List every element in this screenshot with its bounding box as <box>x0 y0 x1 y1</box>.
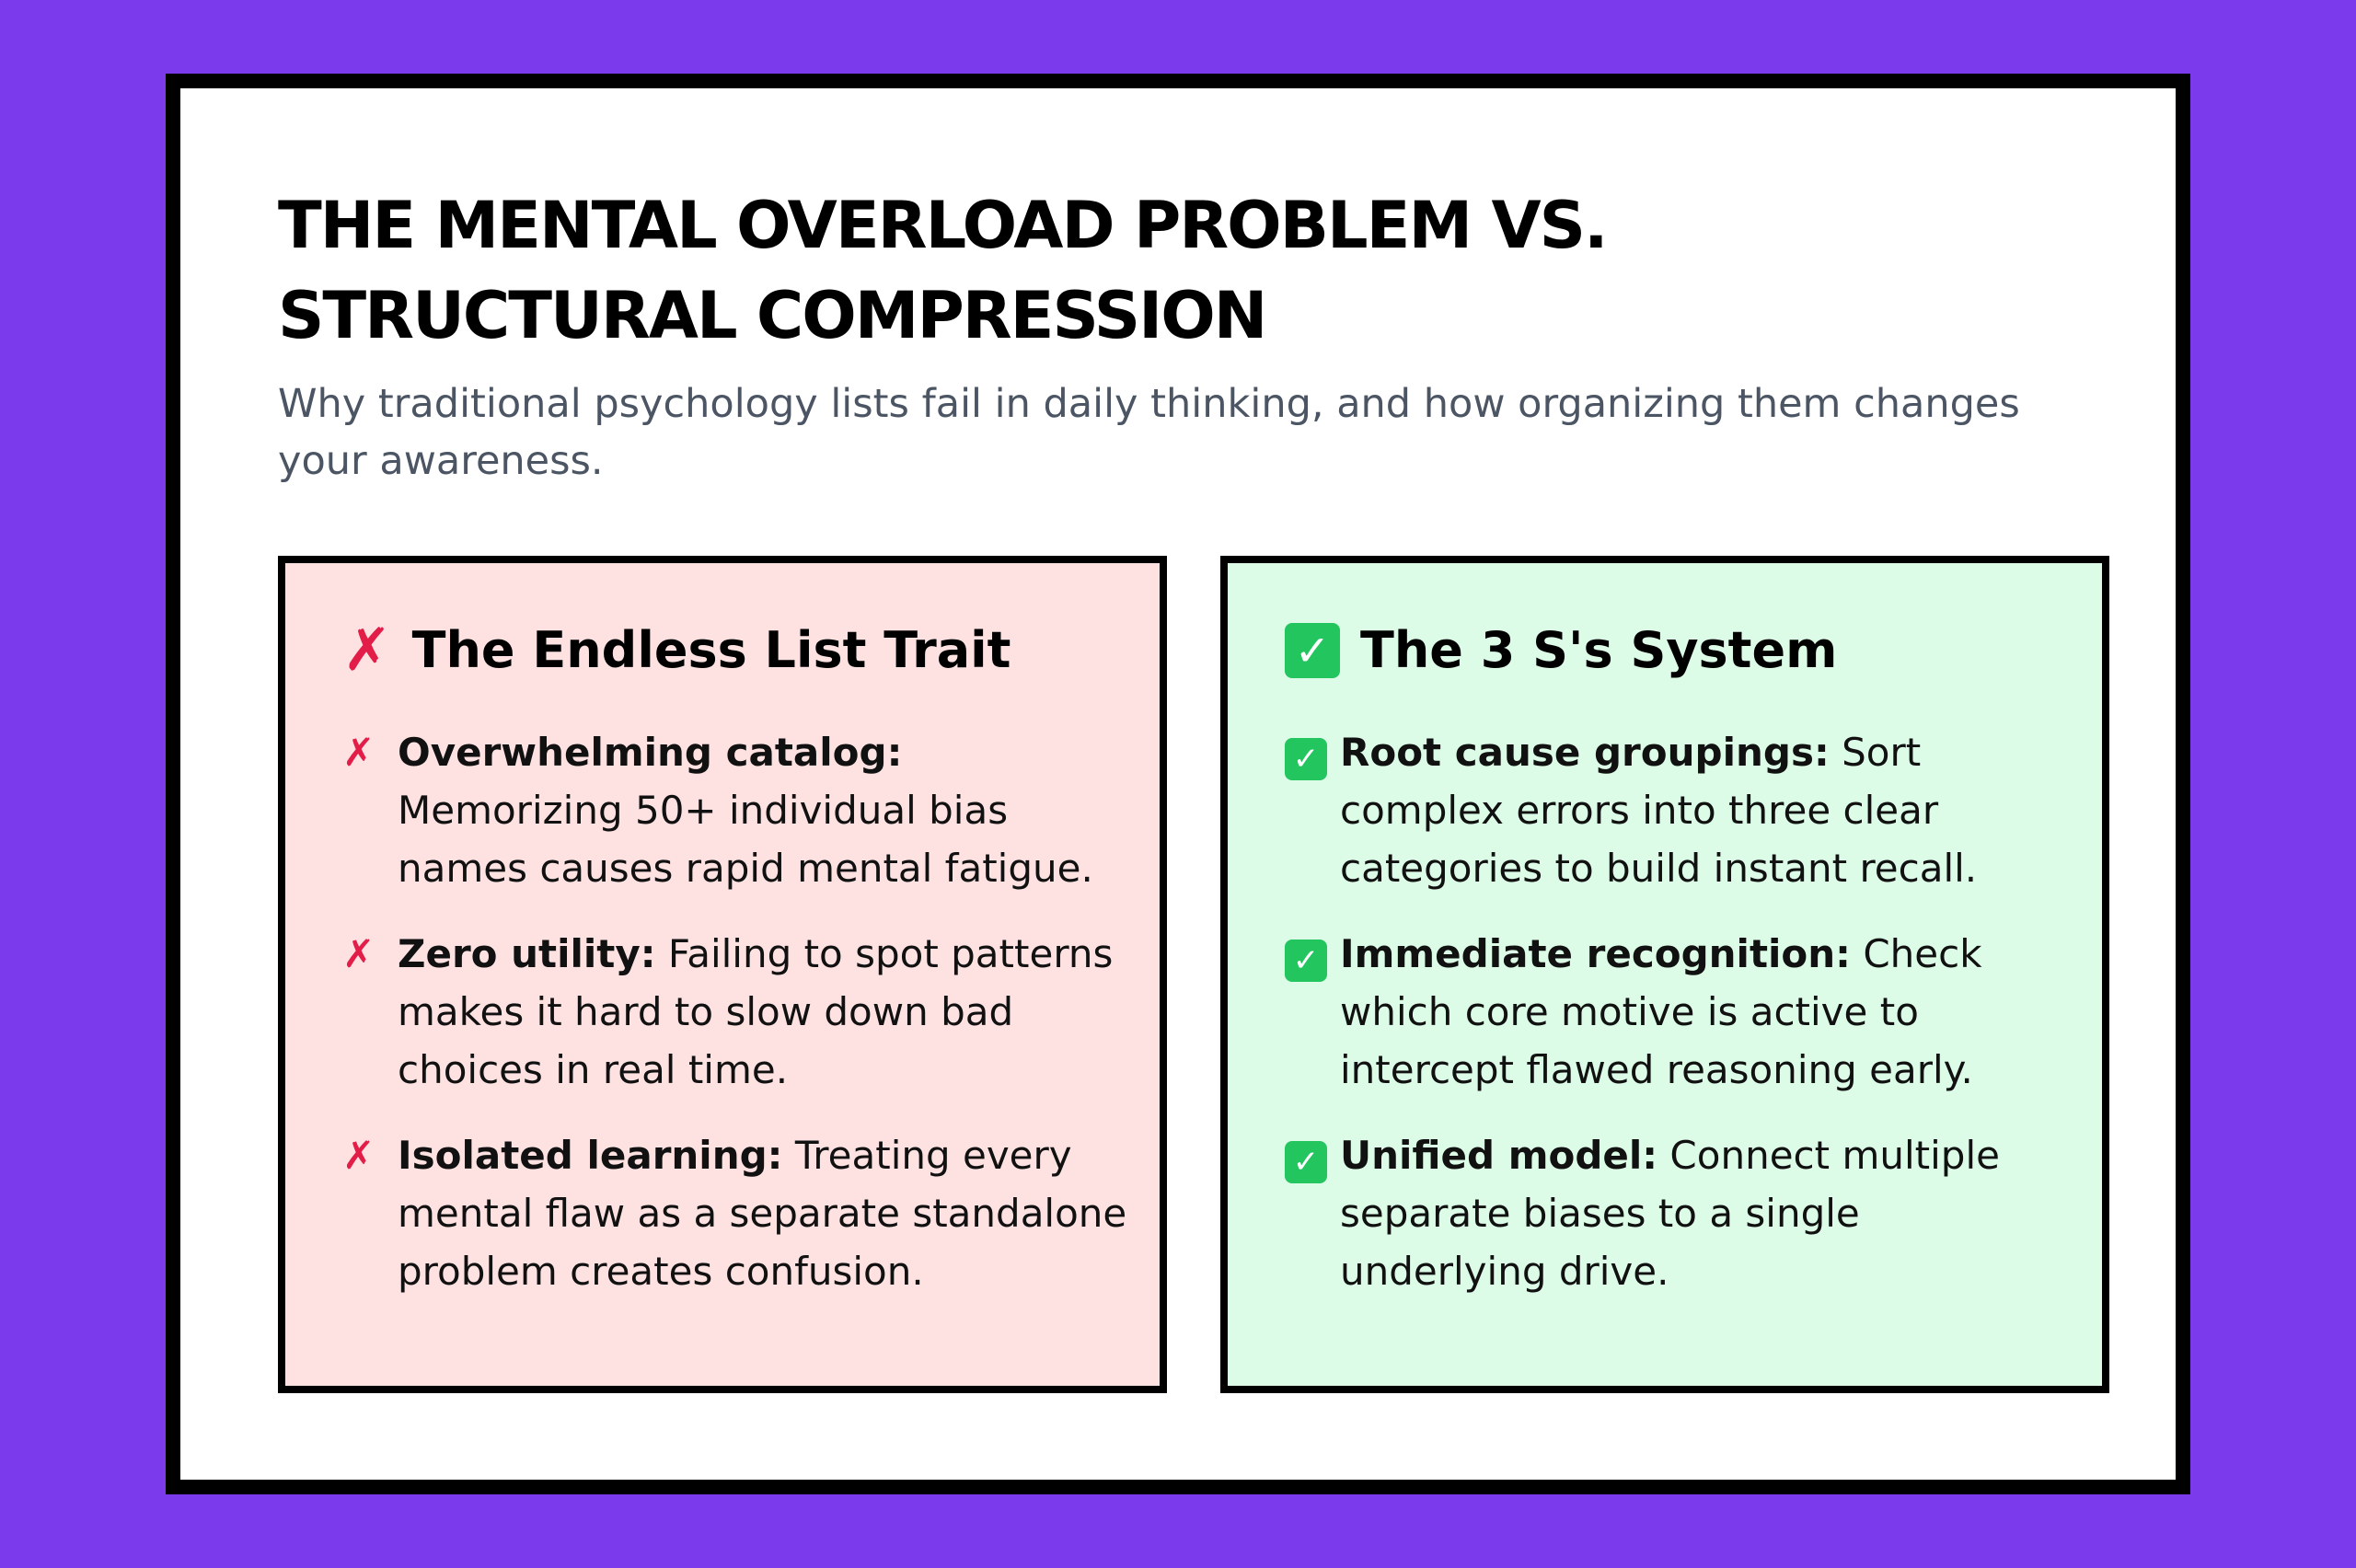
list-item: ✓ Unified model: Connect multiple separa… <box>1285 1126 2076 1300</box>
list-item: ✗ Isolated learning: Treating every ment… <box>342 1126 1134 1300</box>
item-label: Overwhelming catalog: <box>398 730 903 775</box>
list-item: ✓ Immediate recognition: Check which cor… <box>1285 925 2076 1099</box>
list-item: ✓ Root cause groupings: Sort complex err… <box>1285 723 2076 897</box>
cross-mark-icon: ✗ <box>342 1133 375 1178</box>
infographic-card: THE MENTAL OVERLOAD PROBLEM VS. STRUCTUR… <box>166 74 2190 1494</box>
check-mark-icon: ✓ <box>1285 623 1340 678</box>
panel-heading: ✗ The Endless List Trait <box>342 618 1011 683</box>
list-item: ✗ Overwhelming catalog: Memorizing 50+ i… <box>342 723 1134 897</box>
page-title: THE MENTAL OVERLOAD PROBLEM VS. STRUCTUR… <box>278 188 1609 353</box>
check-mark-icon: ✓ <box>1285 737 1327 780</box>
item-text: Treating every mental flaw as a separate… <box>398 1133 1127 1294</box>
item-label: Immediate recognition: <box>1340 931 1851 976</box>
page-subtitle: Why traditional psychology lists fail in… <box>278 381 2020 484</box>
item-label: Zero utility: <box>398 931 656 976</box>
cross-mark-icon: ✗ <box>342 730 375 775</box>
three-s-system-panel: ✓ The 3 S's System ✓ Root cause grouping… <box>1220 556 2109 1393</box>
item-text: Memorizing 50+ individual bias names cau… <box>398 788 1093 891</box>
panel-title: The 3 S's System <box>1360 621 1838 679</box>
panel-heading: ✓ The 3 S's System <box>1285 618 1837 683</box>
cross-mark-icon: ✗ <box>342 617 392 685</box>
panel-title: The Endless List Trait <box>411 621 1011 679</box>
item-text: Failing to spot patterns makes it hard t… <box>398 931 1114 1092</box>
check-mark-icon: ✓ <box>1285 1140 1327 1183</box>
endless-list-panel: ✗ The Endless List Trait ✗ Overwhelming … <box>278 556 1167 1393</box>
item-text: Sort complex errors into three clear cat… <box>1340 730 1978 891</box>
item-label: Unified model: <box>1340 1133 1658 1178</box>
cross-mark-icon: ✗ <box>342 931 375 976</box>
list-item: ✗ Zero utility: Failing to spot patterns… <box>342 925 1134 1099</box>
item-text: Connect multiple separate biases to a si… <box>1340 1133 2000 1294</box>
problem-list: ✗ Overwhelming catalog: Memorizing 50+ i… <box>342 723 1134 1328</box>
solution-list: ✓ Root cause groupings: Sort complex err… <box>1285 723 2076 1328</box>
check-mark-icon: ✓ <box>1285 939 1327 982</box>
item-text: Check which core motive is active to int… <box>1340 931 1982 1092</box>
item-label: Root cause groupings: <box>1340 730 1830 775</box>
item-label: Isolated learning: <box>398 1133 783 1178</box>
